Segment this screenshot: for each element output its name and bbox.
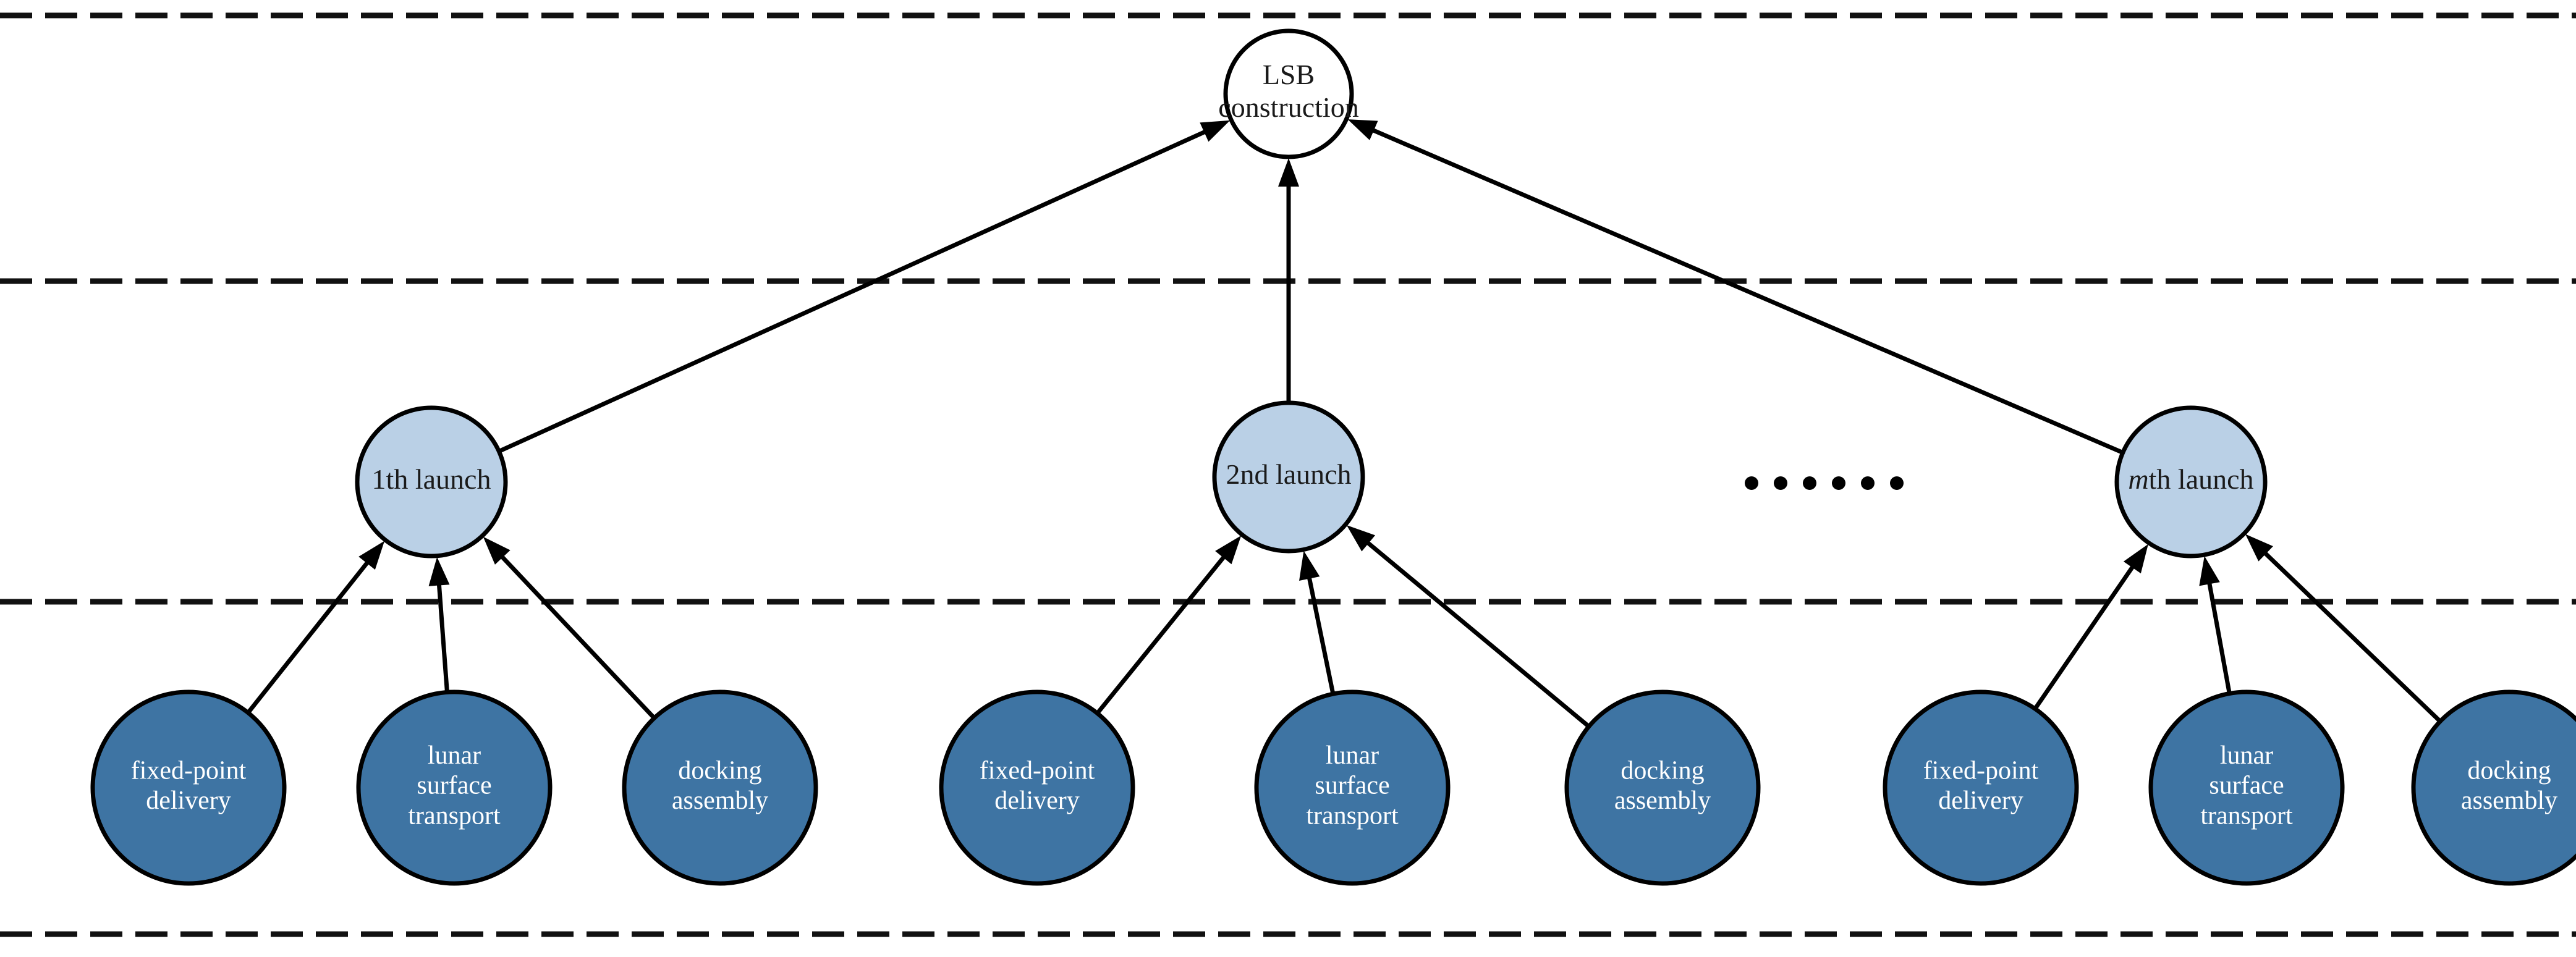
lsb-construction-circle[interactable]	[1223, 28, 1354, 159]
launch-ellipsis-dot-3	[1803, 476, 1816, 490]
launch-2-label-suffix: nd launch	[1240, 458, 1351, 490]
task-2-lunar-surface-transport-label-line-2: surface	[1315, 772, 1389, 800]
edge-task1c-to-launch1	[498, 553, 655, 719]
divider-layer	[0, 12, 2576, 937]
launch-2-label: 2nd launch	[1226, 458, 1351, 490]
launch-1-label-suffix: th launch	[386, 463, 491, 495]
launch-ellipsis-dot-1	[1745, 476, 1758, 490]
task-m-fixed-point-delivery-label-line-1: fixed-point	[1923, 756, 2039, 785]
task-1-fixed-point-delivery-label-line-1: fixed-point	[131, 756, 247, 785]
launch-m-label: mth launch	[2128, 463, 2253, 495]
task-2-docking-assembly-label-line-1: docking	[1621, 756, 1704, 785]
edge-taskmb-to-launchm	[2206, 580, 2232, 693]
task-2-lunar-surface-transport-label-line-3: transport	[1306, 801, 1399, 830]
task-1-lunar-surface-transport-label-line-1: lunar	[428, 741, 481, 770]
edge-taskmc-to-launchm	[2261, 549, 2441, 722]
task-1-lunar-surface-transport-circle[interactable]	[356, 689, 553, 886]
task-m-lunar-surface-transport-label-line-2: surface	[2209, 772, 2284, 800]
launch-ellipsis-dot-2	[1774, 476, 1787, 490]
edge-task2a-to-launch2-arrowhead	[1215, 535, 1242, 565]
edge-task1a-to-launch1	[247, 559, 371, 714]
launch-1-circle[interactable]	[355, 405, 508, 559]
task-2-lunar-surface-transport-label-line-1: lunar	[1326, 741, 1379, 770]
task-m-docking-assembly-circle[interactable]	[2411, 689, 2576, 886]
launch-1-label-index: 1	[372, 463, 386, 495]
task-2-lunar-surface-transport-circle[interactable]	[1254, 689, 1451, 886]
edge-launchm-to-root-arrowhead	[1347, 119, 1378, 140]
edge-task1b-to-launch1	[436, 581, 449, 691]
edge-launch2-to-root-arrowhead	[1278, 158, 1299, 187]
task-m-fixed-point-delivery-circle[interactable]	[1883, 689, 2079, 886]
ellipsis-layer	[1745, 476, 1904, 490]
edge-task2a-to-launch2	[1096, 553, 1227, 714]
task-m-lunar-surface-transport-label-line-3: transport	[2200, 801, 2293, 830]
edge-task1b-to-launch1-arrowhead	[428, 557, 450, 586]
edge-taskmb-to-launchm-arrowhead	[2199, 556, 2220, 586]
task-m-lunar-surface-transport-circle[interactable]	[2148, 689, 2345, 886]
task-m-docking-assembly-label-line-1: docking	[2467, 756, 2551, 785]
lsb-construction-label-line-1: LSB	[1263, 59, 1315, 90]
edge-task2c-to-launch2-arrowhead	[1346, 525, 1376, 552]
launch-2-label-index: 2	[1226, 458, 1240, 490]
edge-launchm-to-root	[1369, 127, 2123, 455]
task-m-docking-assembly-label-line-2: assembly	[2461, 786, 2557, 815]
launch-1-label: 1th launch	[372, 463, 491, 495]
task-1-docking-assembly-circle[interactable]	[622, 689, 818, 886]
edge-task2c-to-launch2	[1364, 539, 1590, 728]
launch-m-label-suffix: th launch	[2149, 463, 2254, 495]
edge-task1a-to-launch1-arrowhead	[358, 541, 385, 570]
launch-ellipsis-dot-5	[1861, 476, 1875, 490]
task-2-docking-assembly-label-line-2: assembly	[1614, 786, 1711, 815]
task-2-fixed-point-delivery-circle[interactable]	[939, 689, 1135, 886]
task-m-fixed-point-delivery-label-line-2: delivery	[1938, 786, 2023, 815]
launch-m-label-index: m	[2128, 463, 2148, 495]
task-2-docking-assembly-circle[interactable]	[1564, 689, 1761, 886]
task-m-lunar-surface-transport-label-line-1: lunar	[2220, 741, 2273, 770]
lsb-construction-label-line-2: construction	[1218, 91, 1358, 123]
task-1-fixed-point-delivery-circle[interactable]	[90, 689, 287, 886]
edge-task2b-to-launch2	[1307, 575, 1335, 693]
edge-launch1-to-root-arrowhead	[1200, 120, 1231, 142]
task-1-fixed-point-delivery-label-line-2: delivery	[146, 786, 231, 815]
edge-launch1-to-root	[499, 129, 1209, 453]
launch-m-circle[interactable]	[2114, 405, 2268, 559]
edge-task2b-to-launch2-arrowhead	[1299, 550, 1320, 581]
task-1-lunar-surface-transport-label-line-2: surface	[417, 772, 491, 800]
launch-2-circle[interactable]	[1212, 400, 1365, 554]
edge-taskma-to-launchm-arrowhead	[2123, 544, 2148, 574]
launch-ellipsis-dot-4	[1832, 476, 1845, 490]
task-1-docking-assembly-label-line-2: assembly	[672, 786, 768, 815]
task-1-docking-assembly-label-line-1: docking	[678, 756, 761, 785]
task-2-fixed-point-delivery-label-line-2: delivery	[994, 786, 1080, 815]
edge-task1c-to-launch1-arrowhead	[483, 536, 511, 565]
edge-layer	[247, 119, 2441, 728]
edge-taskmc-to-launchm-arrowhead	[2245, 534, 2273, 562]
task-2-fixed-point-delivery-label-line-1: fixed-point	[980, 756, 1095, 785]
task-1-lunar-surface-transport-label-line-3: transport	[408, 801, 501, 830]
edge-taskma-to-launchm	[2034, 563, 2137, 709]
launch-ellipsis-dot-6	[1890, 476, 1904, 490]
